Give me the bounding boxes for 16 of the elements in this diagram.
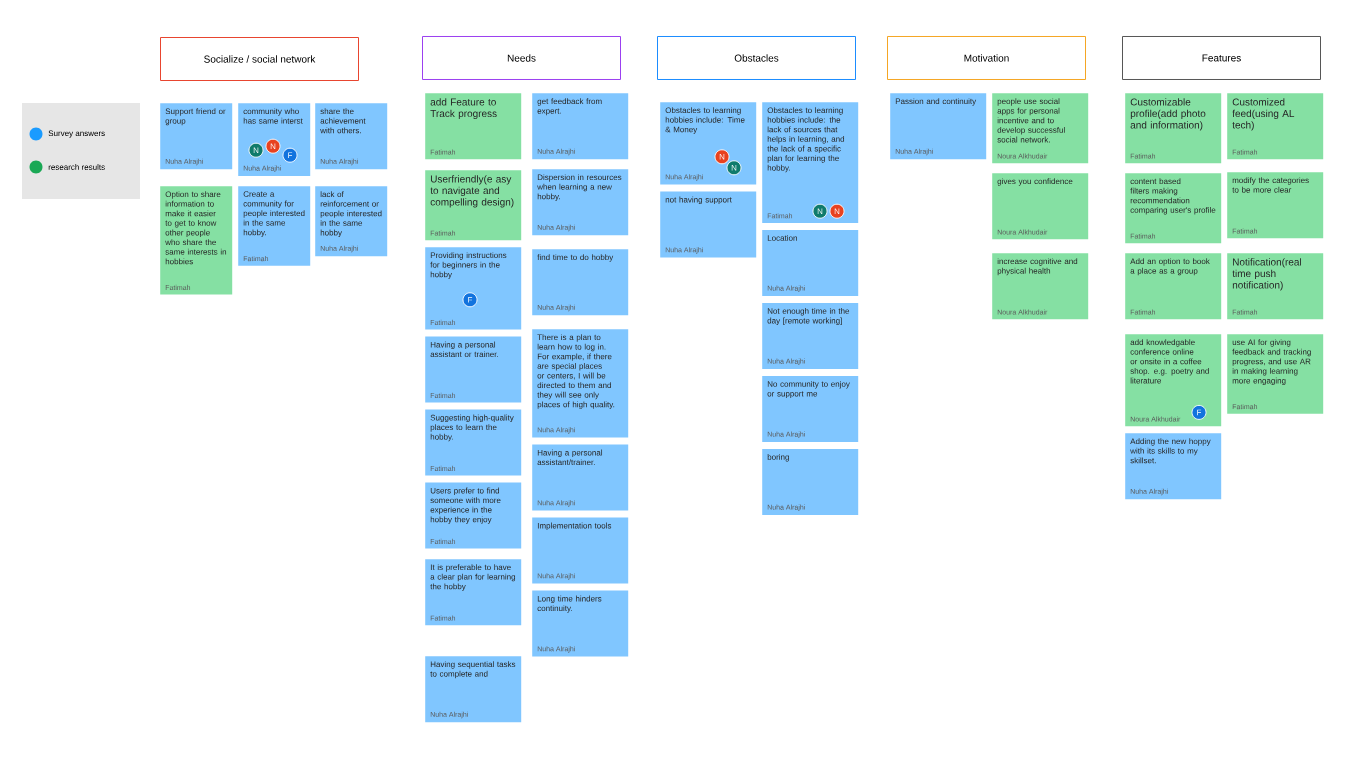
avatar-badge: F: [462, 292, 478, 308]
category-header: Needs: [422, 36, 621, 80]
category-header: Features: [1122, 36, 1321, 80]
avatar-badge: N: [265, 138, 281, 154]
avatar-badge: F: [282, 147, 298, 163]
avatar-badge: N: [726, 160, 742, 176]
avatar-badge: F: [1191, 404, 1207, 420]
legend-label: Survey answers: [48, 130, 105, 138]
legend-label: research results: [48, 164, 105, 170]
avatar-badge: N: [829, 203, 845, 219]
category-header: Motivation: [887, 36, 1086, 80]
avatar-badge: N: [248, 142, 264, 158]
category-header: Socialize / social network: [160, 37, 359, 81]
avatar-badge: N: [714, 149, 730, 165]
avatar-badge: N: [812, 203, 828, 219]
category-header: Obstacles: [657, 36, 856, 80]
